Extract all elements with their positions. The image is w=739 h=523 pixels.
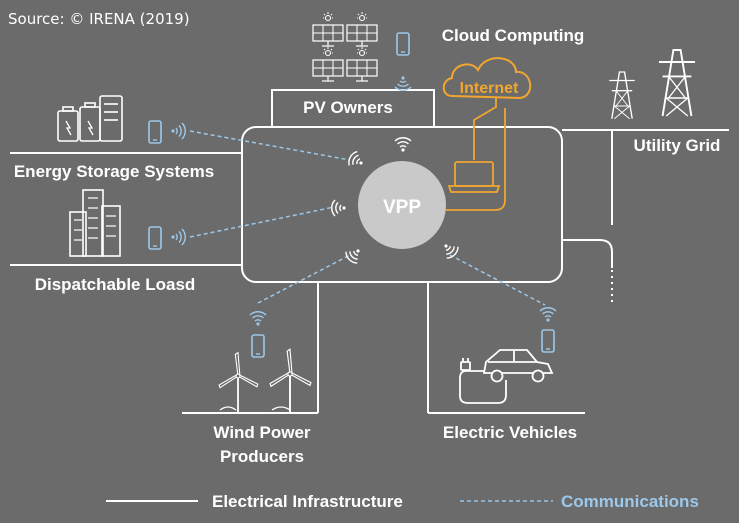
internet-connection-line (473, 96, 497, 160)
pv-phone-icon (396, 32, 410, 56)
comm-dispatchable (189, 206, 335, 238)
signal-icon-left-top (345, 149, 368, 172)
legend-communications-label: Communications (561, 492, 699, 511)
transmission-tower-icons (608, 49, 696, 120)
signal-icon-right-bottom (438, 238, 462, 262)
pv-signal-icon (394, 75, 412, 91)
signal-icon-left (331, 199, 347, 217)
wind-label-line1: Wind Power (213, 423, 311, 442)
storage-phone-icon (148, 120, 162, 144)
laptop-icon (447, 161, 501, 193)
wind-phone-icon (251, 334, 265, 358)
vpp-circle (358, 161, 446, 249)
electrical-infrastructure-lines (10, 89, 729, 414)
wind-turbine-icons (218, 348, 312, 413)
buildings-icon (69, 189, 121, 257)
vpp-boundary-box (241, 126, 563, 283)
cloud-computing-label: Cloud Computing (442, 26, 585, 45)
storage-signal-icon (170, 122, 186, 140)
wind-label-line2: Producers (220, 447, 304, 466)
comm-energy-storage (189, 130, 351, 161)
pv-owners-label: PV Owners (303, 98, 393, 117)
vpp-label: VPP (383, 197, 421, 218)
internet-label: Internet (460, 80, 519, 97)
comm-ev (449, 254, 546, 306)
vpp-cloud-link (446, 108, 506, 211)
electric-vehicles-label: Electric Vehicles (443, 423, 577, 442)
legend-electrical-label: Electrical Infrastructure (212, 492, 403, 511)
dispatchable-signal-icon (170, 228, 186, 246)
electric-car-icon (459, 349, 554, 404)
pv-owners-feed (271, 89, 435, 127)
source-caption: Source: © IRENA (2019) (8, 10, 190, 28)
signal-icon-top (394, 137, 412, 153)
legend: Electrical Infrastructure Communications (106, 492, 699, 511)
signal-icon-left-bottom (342, 243, 366, 267)
dispatchable-label: Dispatchable Loasd (35, 275, 196, 294)
energy-storage-label: Energy Storage Systems (14, 162, 214, 181)
dispatchable-phone-icon (148, 226, 162, 250)
cloud-icon (442, 57, 531, 100)
comm-wind (257, 254, 351, 304)
communication-links (189, 130, 546, 306)
solar-panel-icons (312, 11, 378, 82)
ev-signal-icon (539, 307, 557, 323)
utility-grid-label: Utility Grid (634, 136, 721, 155)
ev-phone-icon (541, 329, 555, 353)
battery-storage-icon (57, 95, 123, 142)
utility-grid-branch (562, 239, 613, 268)
wind-signal-icon (249, 311, 267, 327)
